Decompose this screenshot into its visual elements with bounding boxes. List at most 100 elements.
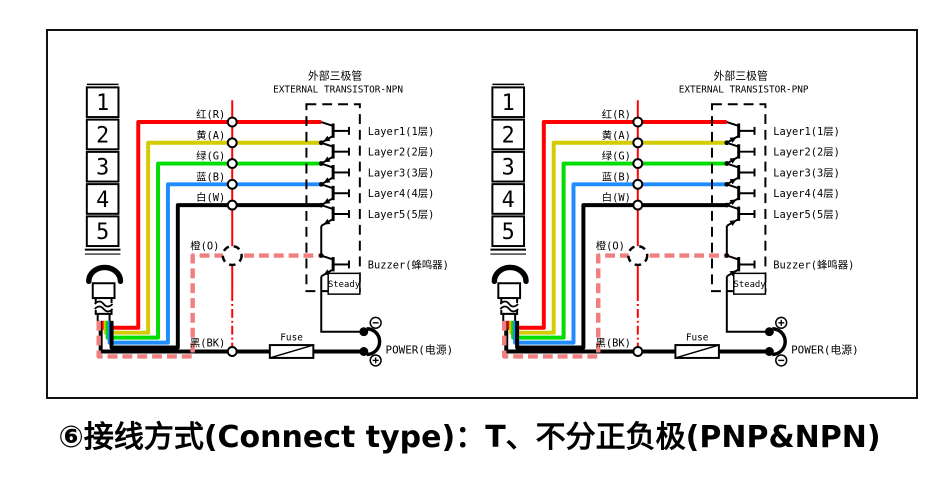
junction-dot (724, 253, 730, 258)
box-title-cn: 外部三极管 (713, 68, 767, 82)
junction-circle (226, 178, 238, 190)
junction-dot (318, 161, 324, 166)
orange-junction-circle (627, 244, 649, 267)
junction-circle (226, 158, 238, 169)
transistor-arrow-icon (729, 178, 737, 185)
wire-label: 绿(G) (196, 150, 225, 163)
steady-box (733, 272, 767, 295)
power-label: POWER(电源) (791, 342, 859, 356)
wire-label: 白(W) (602, 191, 631, 204)
layer-labels: Layer1(1层)Layer2(2层)Layer3(3层)Layer4(4层)… (368, 126, 449, 272)
wiring-diagrams: 12345红(R)黄(A)绿(G)蓝(B)白(W)橙(O)黑(BK)外部三极管E… (84, 68, 859, 367)
wire-blue (513, 182, 727, 345)
steady-box (327, 272, 361, 295)
junction-dot (318, 140, 324, 146)
box-title-cn: 外部三极管 (308, 68, 362, 82)
tower-dome (86, 264, 124, 284)
terminal-dot (359, 347, 369, 356)
tower-segment (491, 183, 526, 215)
terminal-dot (764, 327, 774, 337)
tower-segment-number: 2 (502, 123, 515, 148)
layer-label: Layer3(3层) (773, 167, 840, 179)
tower-segment-number: 4 (96, 188, 109, 213)
tower-segment (491, 118, 526, 151)
transistor-arrow-icon (323, 198, 331, 204)
wire-label: 黑(BK) (595, 338, 630, 350)
wire-white (109, 203, 322, 350)
common-return-line (320, 276, 360, 333)
wire-label: 红(R) (196, 108, 225, 121)
tower-segment (491, 86, 526, 119)
layer-labels: Layer1(1层) Layer2(2层) Layer3(3层) Layer4(4层)… (773, 126, 854, 272)
transistors (318, 121, 360, 333)
tower-segment-number: 2 (96, 123, 109, 148)
wire-label: 绿(G) (602, 150, 631, 163)
tower-dome (491, 264, 529, 284)
wire-label: 橙(O) (596, 240, 625, 253)
connector-body (91, 282, 116, 300)
fuse-label: Fuse (280, 333, 303, 344)
transistor-arrow-icon (323, 135, 331, 142)
transistor-arrow-icon (729, 137, 737, 143)
power-terminal: POWER(电源) (764, 316, 859, 367)
caption: ⑥接线方式(Connect type)：T、不分正负极(PNP&NPN) (58, 420, 881, 455)
layer-label: Layer1(1层) (368, 126, 435, 138)
wire-label: 白(W) (196, 191, 225, 204)
tower-segment (85, 118, 120, 151)
wire-red (101, 120, 322, 330)
junction-circle (226, 199, 238, 211)
tower-segment-number: 3 (96, 156, 109, 181)
transistor-arrow-icon (323, 156, 331, 163)
box-title-en: EXTERNAL TRANSISTOR-PNP (679, 84, 809, 95)
tower-segment-number: 5 (96, 220, 109, 245)
layer-label: Layer4(4层) (773, 188, 840, 200)
junction-circle (632, 137, 644, 149)
cable-break-icon (499, 300, 519, 308)
junction-circle (632, 158, 644, 169)
layer-label: Layer2(2层) (773, 147, 840, 159)
wire-white (515, 203, 727, 350)
orange-junction-circle (221, 244, 243, 267)
buzzer-label: Buzzer(蜂鸣器) (368, 258, 449, 271)
power-terminal: POWER(电源) (359, 316, 453, 367)
tower-segment (85, 215, 120, 248)
tower-segment (491, 150, 526, 183)
wire-blue (107, 182, 322, 345)
layer-label: Layer2(2层) (368, 147, 435, 159)
tower-segment-number: 5 (502, 220, 515, 245)
wire-label: 蓝(B) (602, 171, 631, 183)
transistors (724, 121, 766, 333)
tower-segment-number: 3 (502, 156, 515, 181)
junction-dot (724, 161, 730, 166)
wire-green (105, 161, 322, 340)
transistor-arrow-icon (323, 218, 331, 225)
steady-label: Steady (328, 280, 360, 290)
junction-dot (318, 181, 324, 187)
wire-label: 黄(A) (196, 129, 225, 142)
junction-dot (724, 140, 730, 146)
transistor-box (305, 103, 361, 293)
common-return-line (725, 276, 766, 333)
wire-label: 红(R) (602, 108, 631, 121)
buzzer-label: Buzzer(蜂鸣器) (773, 258, 854, 271)
black-junction-circle (632, 346, 644, 357)
junction-circle (632, 116, 644, 128)
wire-label: 蓝(B) (196, 171, 225, 183)
transistor-arrow-icon (729, 220, 737, 226)
junction-dot (724, 202, 730, 208)
wire-label: 橙(O) (190, 240, 219, 253)
steady-label: Steady (734, 280, 766, 290)
tower-segment (85, 150, 120, 183)
layer-label: Layer1(1层) (773, 126, 840, 138)
terminal-dot (359, 327, 369, 337)
junction-circle (226, 137, 238, 149)
cable-break-icon (499, 305, 519, 313)
transistor-arrow-icon (323, 177, 331, 184)
box-title-en: EXTERNAL TRANSISTOR-NPN (273, 84, 403, 95)
junction-dot (724, 181, 730, 187)
layer-label: Layer4(4层) (368, 188, 435, 200)
wire-labels: 红(R)黄(A)绿(G)蓝(B)白(W)橙(O)黑(BK) (595, 108, 630, 350)
